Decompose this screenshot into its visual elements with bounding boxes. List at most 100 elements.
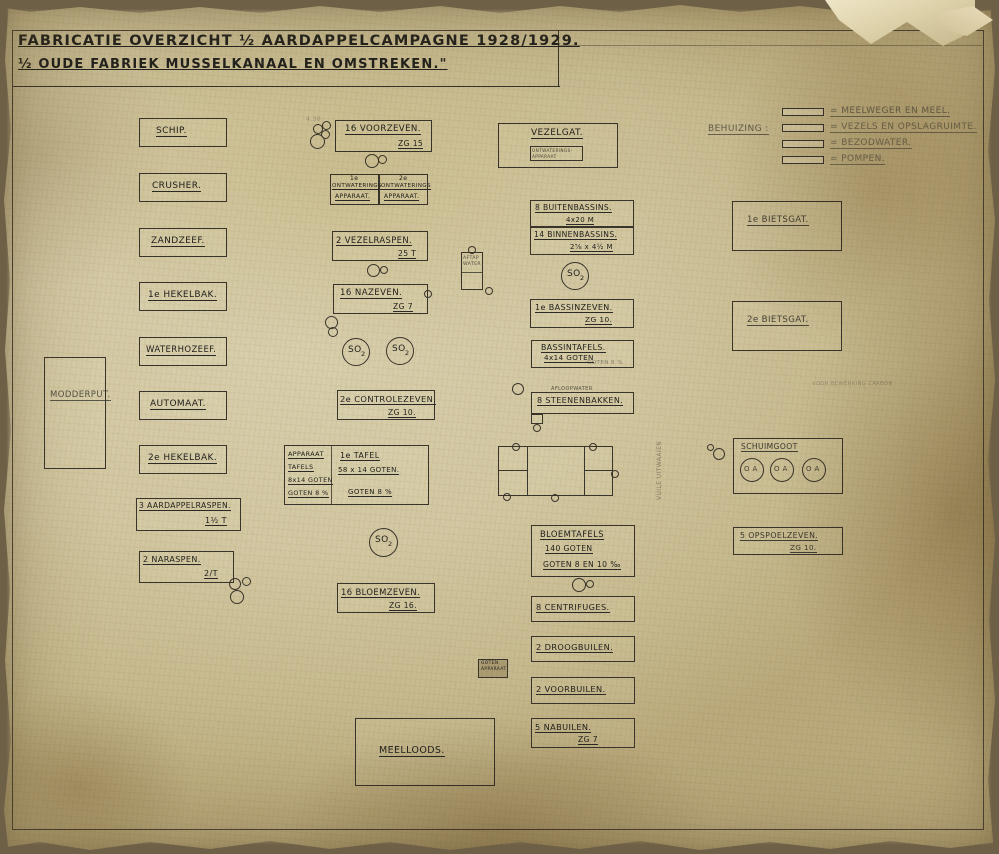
apparaat-tafels-left-3: GOTEN 8 % [288,489,329,498]
pump-icon-naraspen-a [229,578,241,590]
node-bloemtafels [531,525,635,577]
so2-label-col2-a: SO [348,345,362,355]
schuimgoot-circle-3 [802,458,826,482]
node-centrifuges [531,596,635,622]
apparaat-tafels-left-2: 8x14 GOTEN [288,476,333,485]
central-tank-grid-h2 [585,470,613,472]
so2-sub-col2-c: 2 [388,540,393,548]
node-buitenbassins [530,200,634,227]
node-aftapwater-divider [462,272,483,273]
so2-circle-col2-a [342,338,370,366]
pump-icon-aftapwater-top [468,246,476,254]
node-bassinzeven-label: 1e BASSINZEVEN. [535,303,613,313]
pump-icon-nazeven-a [367,264,380,277]
pump-icon-schuimgoot-b [713,448,725,460]
so2-circle-col2-c [369,528,398,557]
node-voorzeven [335,120,432,152]
schuimgoot-circle-1 [740,458,764,482]
pump-icon-aftapwater-bottom [485,287,493,295]
pump-icon-naraspen-b [242,577,251,586]
node-droogbuilen [531,636,635,662]
node-aardappelraspen-sub: 1½ T [205,516,227,526]
legend-heading: BEHUIZING : [708,124,769,135]
node-opspoelzeven [733,527,843,555]
paper-torn-edge-bottom [0,841,999,854]
node-vezelraspen-label: 2 VEZELRASPEN. [336,235,413,246]
legend-label-3: = BEZODWATER. [830,138,912,149]
node-modderput-label: MODDERPUT. [50,390,111,401]
so2-circle-col3 [561,262,589,290]
node-buitenbassins-label: 8 BUITENBASSINS. [535,203,612,213]
so2-label-col2-b: SO [392,344,406,354]
node-nazeven-label: 16 NAZEVEN. [340,288,403,299]
node-crusher [139,173,227,202]
node-hekelbak-2 [139,445,227,474]
node-buitenbassins-sub: 4x20 M [566,216,595,225]
node-vezelraspen [332,231,428,261]
node-bietsgat-2-label: 2e BIETSGAT. [747,315,809,326]
node-hekelbak-1 [139,282,227,311]
pump-icon-nazeven-right [424,290,432,298]
node-nazeven [333,284,428,314]
node-hekelbak-1-label: 1e HEKELBAK. [148,290,218,301]
legend-label-4: = POMPEN. [830,154,885,165]
node-bassintafels-sub: 4x14 GOTEN [544,353,594,363]
node-bloemzeven-label: 16 BLOEMZEVEN. [341,587,421,598]
voorzeven-annotation: 4.30 [306,116,321,123]
node-binnenbassins [530,227,634,255]
node-steenenbakken-label: 8 STEENENBAKKEN. [537,396,624,406]
node-bloemzeven [337,583,435,613]
node-nabuilen-label: 5 NABUILEN. [535,722,592,733]
so2-sub-col2-a: 2 [361,350,366,358]
apparaat-tafels-table [284,445,429,505]
pump-icon-bloemtafels-a [572,578,586,592]
node-bassintafels-label: BASSINTAFELS. [541,343,606,353]
node-aardappelraspen-label: 3 AARDAPPELRASPEN. [139,501,231,511]
node-voorbuilen-label: 2 VOORBUILEN. [536,684,606,695]
pump-icon-grid-bc [551,494,559,502]
document-title-line1: FABRICATIE OVERZICHT ½ AARDAPPELCAMPAGNE… [18,33,580,49]
so2-sub-col3: 2 [580,274,585,282]
node-vezelgat-inner [530,146,583,161]
node-bloemzeven-sub: ZG 16. [389,601,417,611]
legend-swatch-2 [782,124,824,132]
so2-label-col2-c: SO [375,535,389,545]
node-meelloods-label: MEELLOODS. [379,745,445,757]
legend-swatch-3 [782,140,824,148]
apparaat-tafels-left-0: APPARAAT [288,450,324,459]
pump-icon-steenenbakken [533,424,541,432]
node-bloemtafels-sub2: GOTEN 8 EN 10 ‰ [543,560,621,570]
node-ontwateringsapparaat-1-label2: APPARAAT. [335,193,371,201]
pump-icon-bloemtafels-b [586,580,594,588]
node-voorzeven-label: 16 VOORZEVEN. [345,124,421,135]
legend-label-2: = VEZELS EN OPSLAGRUIMTE. [830,122,977,133]
node-voorbuilen [531,677,635,704]
pump-icon-schuimgoot-a [707,444,714,451]
node-nabuilen [531,718,635,748]
node-ontwateringsapparaat-1-label: ONTWATERINGS [332,183,382,190]
node-bassinzeven [530,299,634,328]
node-nazeven-sub: ZG 7 [393,302,413,312]
apparaat-tafels-right-0: 1e TAFEL [340,451,380,461]
pump-icon-after-voorzeven-b [378,155,387,164]
apparaat-tafels-right-2: GOTEN 8 % [348,488,393,497]
apparaat-tafels-table-divider [331,446,333,504]
node-zandzeef [139,228,227,257]
node-voorzeven-sub: ZG 15 [398,139,424,149]
legend-label-1: = MEELWEGER EN MEEL. [830,106,951,117]
node-goten-apparaat [478,659,508,678]
pump-icon-naraspen-c [230,590,244,604]
paper-torn-edge-top [0,0,999,14]
node-waterhozeef-label: WATERHOZEEF. [146,345,217,356]
node-nabuilen-sub: ZG 7 [578,735,598,745]
node-bloemtafels-sub: 140 GOTEN [545,544,593,554]
pump-icon-after-voorzeven-a [365,154,379,168]
node-automaat-label: AUTOMAAT. [150,399,206,410]
node-ontwateringsapparaat-2-index: 2e [399,175,408,182]
node-vezelgat-inner-label: ONTWATERINGS-APPARAAT [532,148,573,159]
node-hekelbak-2-label: 2e HEKELBAK. [148,453,218,464]
pump-icon-voorzeven-d [310,134,325,149]
node-crusher-label: CRUSHER. [152,181,202,192]
central-tank-grid-h1 [499,470,527,472]
node-ontwateringsapparaat-2-label2: APPARAAT. [384,193,420,201]
